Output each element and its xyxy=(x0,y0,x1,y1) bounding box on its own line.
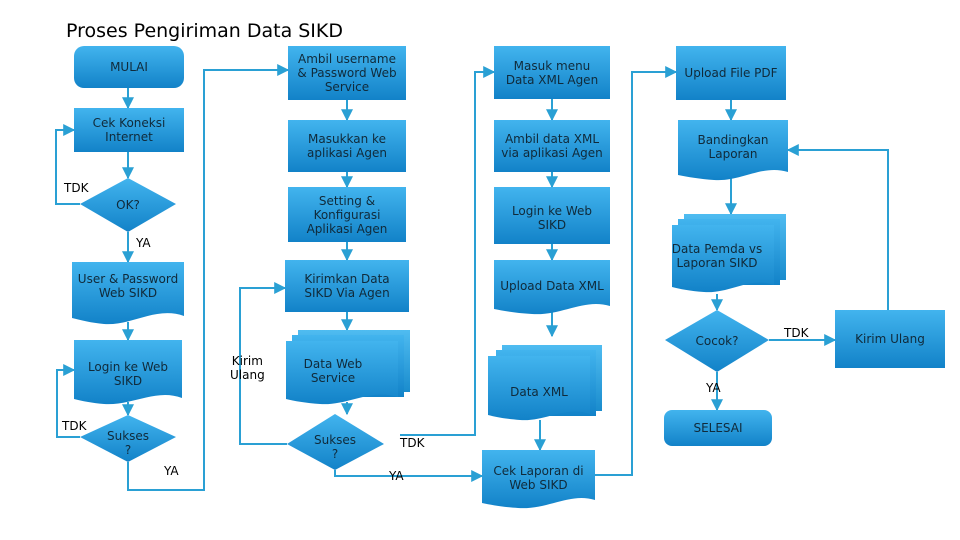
edge-label-tdk-sukses-2: TDK xyxy=(400,436,425,450)
node-user-password-label: User & Password Web SIKD xyxy=(77,272,179,300)
node-kirim-ulang xyxy=(835,310,945,368)
process-shape xyxy=(494,187,610,244)
node-login-web-2 xyxy=(494,187,610,244)
document-shape xyxy=(672,225,774,293)
terminator-shape xyxy=(664,410,772,446)
connector xyxy=(786,144,889,310)
edge-label-tdk-sukses-1: TDK xyxy=(62,419,87,433)
node-upload-xml xyxy=(494,260,610,315)
node-user-password xyxy=(72,262,184,325)
document-shape xyxy=(678,120,788,181)
node-sukses-2-label: Sukses ? xyxy=(313,433,357,461)
process-shape xyxy=(74,108,184,152)
connector xyxy=(239,282,287,445)
node-masuk-menu xyxy=(494,46,610,99)
connectors xyxy=(55,64,889,491)
edge-label-tdk-cocok: TDK xyxy=(784,326,809,340)
node-ambil-xml xyxy=(494,120,610,172)
node-login-web-2-label: Login ke Web SIKD xyxy=(511,204,593,232)
process-shape xyxy=(494,46,610,99)
terminator-shape xyxy=(74,46,184,88)
node-data-pemda xyxy=(672,214,786,293)
node-bandingkan-label: Bandingkan Laporan xyxy=(697,133,769,161)
node-cek-koneksi-label: Cek Koneksi Internet xyxy=(92,116,166,144)
node-ok-decision xyxy=(80,178,176,232)
node-mulai xyxy=(74,46,184,88)
node-data-xml-label: Data XML xyxy=(510,385,568,399)
document-shape xyxy=(482,450,595,509)
edge-label-kirim-ulang: Kirim Ulang xyxy=(230,354,265,382)
node-ambil-xml-label: Ambil data XML via aplikasi Agen xyxy=(501,132,603,160)
node-data-web-service-label: Data Web Service xyxy=(303,357,363,385)
node-sukses-2-decision xyxy=(287,414,384,470)
diagram-title: Proses Pengiriman Data SIKD xyxy=(66,20,344,42)
process-shape xyxy=(288,187,406,242)
connector xyxy=(334,470,484,482)
node-cek-laporan-label: Cek Laporan di Web SIKD xyxy=(493,464,584,492)
node-mulai-label: MULAI xyxy=(110,60,148,74)
node-ok-label: OK? xyxy=(116,198,140,212)
node-masuk-menu-label: Masuk menu Data XML Agen xyxy=(505,58,599,87)
node-bandingkan xyxy=(678,120,788,181)
node-cocok-label: Cocok? xyxy=(695,334,739,348)
node-upload-pdf xyxy=(676,46,786,100)
document-shape xyxy=(286,341,398,405)
node-selesai xyxy=(664,410,772,446)
document-shape xyxy=(494,260,610,315)
decision-shape xyxy=(287,414,384,470)
node-kirim-ulang-label: Kirim Ulang xyxy=(855,332,925,346)
node-sukses-1-label: Sukses ? xyxy=(106,429,150,457)
node-masukkan-aplikasi-label: Masukkan ke aplikasi Agen xyxy=(307,132,387,160)
node-login-web-1 xyxy=(74,340,182,405)
process-shape xyxy=(288,120,406,172)
edge-label-ya-sukses-1: YA xyxy=(164,464,179,478)
node-selesai-label: SELESAI xyxy=(693,421,743,435)
document-shape xyxy=(74,340,182,405)
node-ambil-username xyxy=(288,46,406,100)
node-cocok-decision xyxy=(665,310,769,372)
process-shape xyxy=(285,260,409,312)
document-shape xyxy=(488,356,590,421)
node-setting xyxy=(288,187,406,242)
edge-label-ya-sukses-2: YA xyxy=(389,469,404,483)
decision-shape xyxy=(665,310,769,372)
connector xyxy=(400,66,496,436)
node-login-web-1-label: Login ke Web SIKD xyxy=(87,360,169,388)
node-cek-laporan xyxy=(482,450,595,509)
node-data-pemda-label: Data Pemda vs Laporan SIKD xyxy=(671,242,763,270)
connector xyxy=(56,364,80,438)
connector xyxy=(55,124,80,205)
connector xyxy=(127,64,290,491)
process-shape xyxy=(494,120,610,172)
edge-label-tdk-ok: TDK xyxy=(64,181,89,195)
node-setting-label: Setting & Konfigurasi Aplikasi Agen xyxy=(306,193,388,236)
node-data-xml xyxy=(488,345,602,421)
edge-label-ya-ok: YA xyxy=(136,236,151,250)
connector xyxy=(595,66,678,476)
node-masukkan-aplikasi xyxy=(288,120,406,172)
decision-shape xyxy=(80,415,176,462)
process-shape xyxy=(676,46,786,100)
process-shape xyxy=(288,46,406,100)
node-upload-xml-label: Upload Data XML xyxy=(500,279,604,293)
process-shape xyxy=(835,310,945,368)
node-kirimkan xyxy=(285,260,409,312)
node-ambil-username-label: Ambil username & Password Web Service xyxy=(297,52,397,94)
edge-label-ya-cocok: YA xyxy=(706,381,721,395)
node-sukses-1-decision xyxy=(80,415,176,462)
document-shape xyxy=(72,262,184,325)
node-cek-koneksi xyxy=(74,108,184,152)
node-kirimkan-label: Kirimkan Data SIKD Via Agen xyxy=(304,272,390,300)
node-data-web-service xyxy=(286,330,410,405)
node-upload-pdf-label: Upload File PDF xyxy=(684,66,778,80)
decision-shape xyxy=(80,178,176,232)
